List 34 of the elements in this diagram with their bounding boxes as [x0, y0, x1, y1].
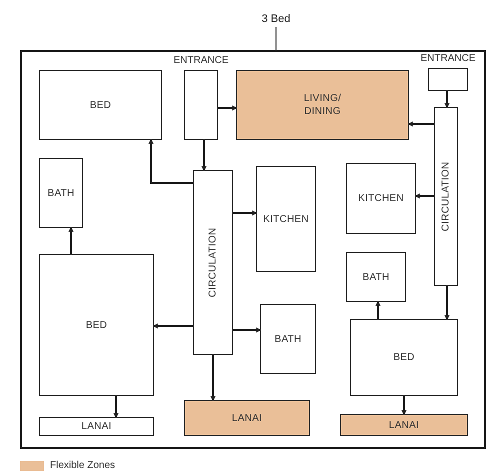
arrow — [444, 286, 450, 320]
room-box: KITCHEN — [256, 166, 316, 272]
plan-outline — [20, 50, 486, 449]
arrow — [375, 301, 381, 319]
room-box: KITCHEN — [346, 163, 416, 234]
flexible-zone-box: LANAI — [184, 400, 310, 436]
room-box: BATH — [346, 252, 406, 302]
arrow — [113, 396, 119, 418]
circulation-box: CIRCULATION — [434, 107, 458, 286]
room-box: BED — [39, 254, 154, 396]
plan-title: 3 Bed — [255, 12, 297, 27]
arrow — [233, 327, 261, 333]
flexible-zone-box: LANAI — [340, 414, 468, 436]
arrow — [444, 91, 450, 108]
arrow — [218, 105, 237, 111]
arrow — [148, 139, 193, 184]
arrow — [401, 396, 407, 415]
entrance-label: ENTRANCE — [174, 54, 228, 68]
arrow — [415, 193, 434, 199]
legend-label: Flexible Zones — [50, 459, 116, 473]
room-box: BED — [39, 70, 162, 140]
room-box: BATH — [260, 304, 316, 374]
room-box: BED — [350, 319, 458, 396]
circulation-box: CIRCULATION — [193, 170, 233, 355]
arrow — [210, 355, 216, 401]
flexible-zone-box: LIVING/ DINING — [236, 70, 409, 140]
arrow — [233, 210, 257, 216]
arrow — [68, 227, 74, 254]
room-box: BATH — [39, 158, 83, 228]
arrow — [153, 323, 193, 329]
arrow — [408, 121, 434, 127]
arrow — [201, 140, 207, 171]
entrance-label: ENTRANCE — [420, 52, 476, 66]
room-box: LANAI — [39, 417, 154, 436]
